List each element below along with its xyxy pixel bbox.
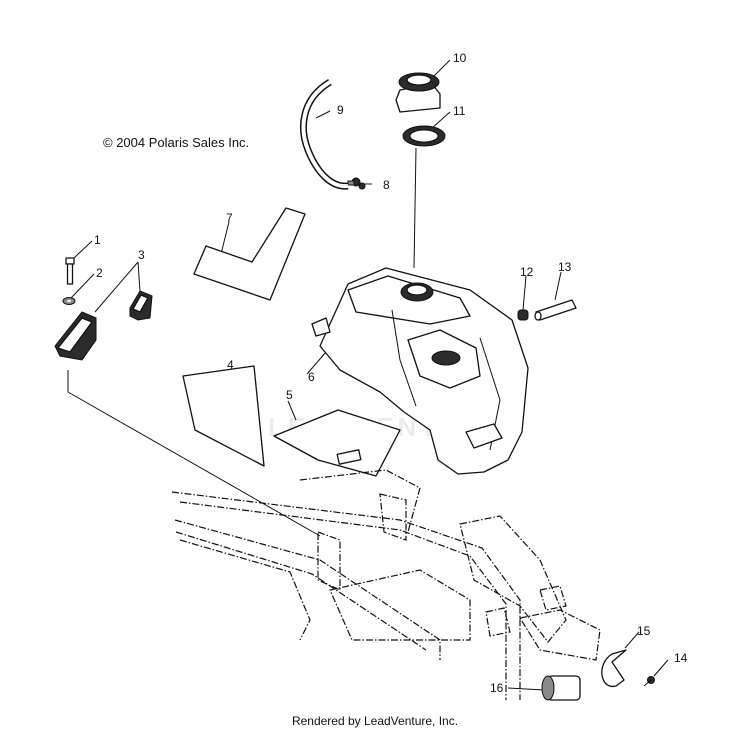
fuel-line-part <box>534 299 577 321</box>
callout-label: 1 <box>94 233 101 247</box>
bracket-part <box>54 290 153 361</box>
copyright-text: © 2004 Polaris Sales Inc. <box>103 135 250 150</box>
screw-part <box>643 676 655 687</box>
cap-gasket-part <box>402 125 446 147</box>
tank-pad-part <box>193 207 306 301</box>
callout-labels: 1 2 3 4 5 6 7 8 9 10 11 12 13 14 15 16 <box>94 51 688 695</box>
hose-clamp-part <box>347 177 366 190</box>
foam-pad-part <box>182 365 265 467</box>
footer-credit: Rendered by LeadVenture, Inc. <box>291 714 459 728</box>
callout-label: 2 <box>96 266 103 280</box>
callout-label: 16 <box>490 681 504 695</box>
callout-label: 5 <box>286 388 293 402</box>
bolt-part <box>65 257 75 285</box>
callout-label: 13 <box>558 260 572 274</box>
callout-label: 12 <box>520 265 534 279</box>
rubber-bumper-part <box>541 675 581 701</box>
heat-shield-part <box>273 409 401 477</box>
callout-label: 11 <box>453 104 466 118</box>
callout-label: 6 <box>308 370 315 384</box>
callout-label: 3 <box>138 248 145 262</box>
callout-label: 14 <box>674 651 688 665</box>
callout-label: 15 <box>637 624 651 638</box>
grommet-part <box>517 309 529 321</box>
callout-label: 4 <box>227 358 234 372</box>
washer-part <box>62 297 76 305</box>
hose-clip-part <box>601 649 627 687</box>
callout-label: 8 <box>383 178 390 192</box>
callout-label: 7 <box>226 211 233 225</box>
fuel-cap-part <box>395 72 441 113</box>
chassis-frame <box>171 469 601 700</box>
callout-label: 10 <box>453 51 467 65</box>
callout-label: 9 <box>337 103 344 117</box>
fuel-tank-part <box>311 267 529 475</box>
